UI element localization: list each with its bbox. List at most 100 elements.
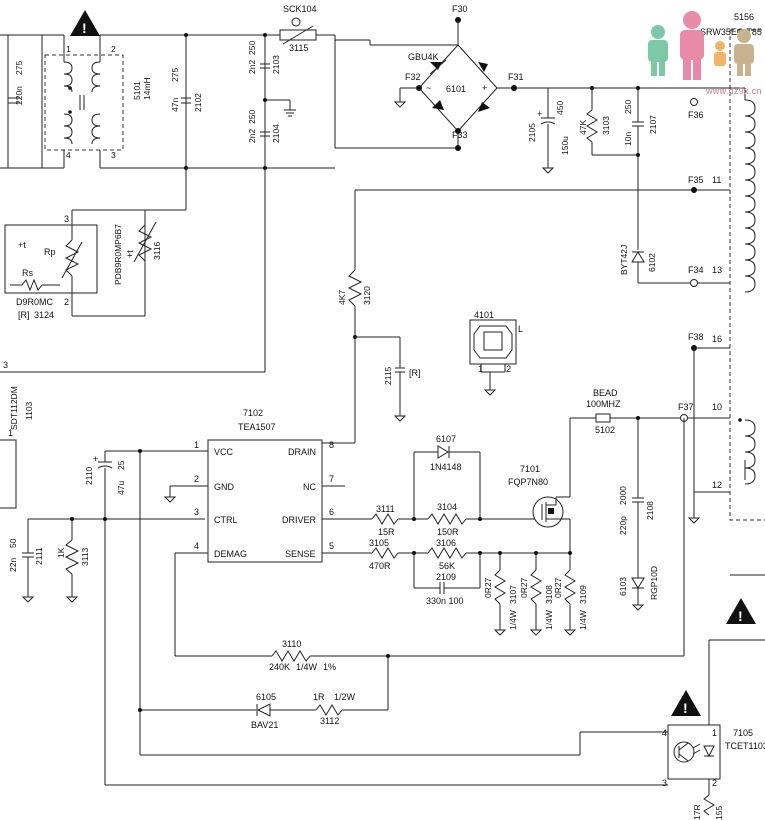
watermark-logo: www.dz9x.cn [640,6,765,96]
opto-ref: 7105 [733,728,753,738]
r3107-w: 1/4W [508,610,518,630]
symbol-mark: ! [738,608,743,624]
d1n4148-label: 1N4148 [430,462,462,472]
d6105-label: 6105 [256,692,276,702]
r3106-label: 3106 [436,538,456,548]
ptc-pin3: 3 [64,214,69,224]
r1k-label: 1K [56,547,66,558]
b5102-label: 5102 [595,425,615,435]
ic-pin1-num: 1 [194,440,199,450]
pin16-label: 16 [712,334,722,344]
ptc-part: D9R0MC [16,297,54,307]
pin13-label: 13 [712,265,722,275]
symbol-mark: ! [82,20,87,36]
r3108-w: 1/4W [544,610,554,630]
c2105-label: 2105 [527,123,537,142]
choke-coil-top [63,61,73,93]
r3113-label: 3113 [80,547,90,566]
r3105-label: 3105 [369,538,389,548]
ic-pin5-num: 5 [329,541,334,551]
r17r-label: 17R [692,804,702,820]
r155-label: 155 [714,806,724,820]
family-figures-icon [648,11,754,80]
symbol-mark: + [482,83,487,93]
ntc-3115: SCK104 3115 [265,4,336,53]
f34-label: F34 [688,265,704,275]
opto-p1: 1 [712,728,717,738]
left-pin3: 3 [3,360,8,370]
r15r-label: 15R [378,527,395,537]
r150r-label: 150R [437,527,459,537]
sdt-label: SDT112DM [9,386,19,430]
c150u-label: 150u [560,136,570,155]
c-2102: 2102 [193,93,203,112]
symbol-mark: + [537,109,542,119]
b4101-ref: 4101 [474,310,494,320]
r4k7-label: 4K7 [337,290,347,305]
d6102-label: 6102 [647,253,657,272]
qpart-label: FQP7N80 [508,477,548,487]
c2115-label: 2115 [383,366,393,385]
f38-label: F38 [688,332,704,342]
r3109-w: 1/4W [578,610,588,630]
r3115-label: 3115 [289,43,308,53]
n1103-label: 1103 [24,401,34,420]
ic-pin6-name: DRIVER [282,515,317,525]
d6101-label: 6101 [446,84,466,94]
ic-pin7-num: 7 [329,474,334,484]
ic-pin8-name: DRAIN [288,447,316,457]
r3108-ref: 3108 [544,585,554,604]
ic-tea1507: 7102 TEA1507 1 VCC 2 GND 3 CTRL 4 DEMAG … [140,408,368,563]
ic-pin4-name: DEMAG [214,549,247,559]
left-wiring: 3 SDT112DM 1103 1 22n 50 2111 1K 3113 [0,168,266,603]
ic-pin4-num: 4 [194,541,199,551]
srw-label: SRW35EC-T85 [700,27,762,37]
opto-p4: 4 [662,728,667,738]
w12-label: 1/2W [334,692,356,702]
choke-pin3: 3 [111,150,116,160]
c-250b: 250 [247,110,257,124]
r1r-label: 1R [313,692,325,702]
c50-label: 50 [8,538,18,548]
mhz-label: 100MHZ [586,399,621,409]
b4101-p1: 1 [478,364,483,374]
ic-pin6-num: 6 [329,507,334,517]
watermark-site: www.dz9x.cn [706,86,762,96]
c-2n2b: 2n2 [247,129,257,143]
ptc-ref: [R] [18,310,30,320]
start-resistor: 4K7 3120 2115 [R] [322,190,421,444]
r3107-val: 0R27 [483,577,493,598]
ic-ref: 7102 [243,408,263,418]
warning-icon-right: ! [726,598,756,624]
symbol-mark: ~ [426,83,431,93]
transformer-5156: 5156 SRW35EC-T85 F36 F35 11 F34 13 F38 1… [355,12,765,524]
c-2103: 2103 [271,55,281,74]
symbol-mark: ! [683,700,688,716]
c2111-label: 2111 [34,547,44,565]
ptc-rp: Rp [44,247,56,257]
r3120-label: 3120 [362,286,372,305]
ptc-3124: +t Rp Rs 3 2 D9R0MC [R] 3124 PDB9R0MP6B7… [4,168,187,320]
bulk-capacitor: + 2105 450 150u 47K 3103 10n 250 2107 [527,86,658,174]
ptc-refnum: 3124 [34,310,54,320]
c22n-label: 22n [8,558,18,572]
bridge-4101: 4101 L 1 2 [469,310,523,396]
sdt-pin1: 1 [8,428,13,438]
l-value: 14mH [142,77,152,100]
warning-icon-opto: ! [671,690,701,716]
pin11-label: 11 [712,175,721,185]
opto-part: TCET1103 [725,741,765,751]
c250-label: 250 [623,100,633,114]
pin10-label: 10 [712,402,722,412]
f30-label: F30 [452,4,468,14]
r3111-label: 3111 [376,504,395,514]
r3109-ref: 3109 [578,585,588,604]
choke-pin1: 1 [66,44,71,54]
f36-label: F36 [688,110,704,120]
ic-pin3-name: CTRL [214,515,238,525]
ic-pin5-name: SENSE [285,549,316,559]
r3108-val: 0R27 [519,577,529,598]
opto-p3: 3 [662,778,667,788]
ic-pin7-name: NC [303,482,316,492]
optocoupler-7105: 4 3 1 2 7105 TCET1103 17R 155 [105,574,765,820]
